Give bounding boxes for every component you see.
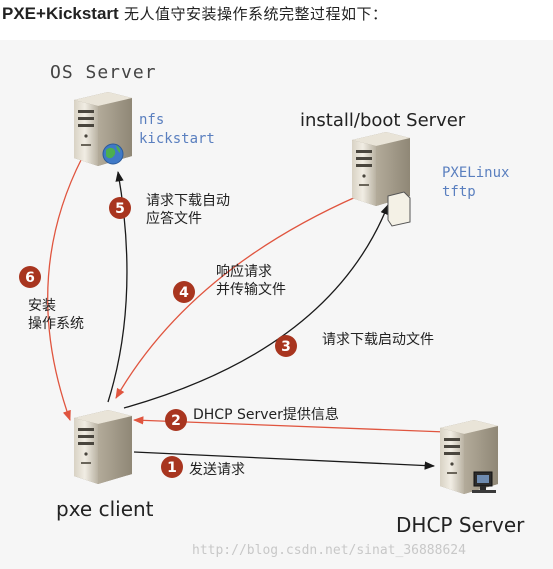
arrow-step3 bbox=[123, 204, 389, 409]
step-6-label-line1: 安装 bbox=[28, 298, 56, 314]
globe-icon bbox=[102, 143, 124, 165]
step-3-label: 请求下载启动文件 bbox=[322, 332, 434, 348]
step-2-label: DHCP Server提供信息 bbox=[193, 406, 339, 423]
page-heading: PXE+Kickstart 无人值守安装操作系统完整过程如下： bbox=[2, 3, 387, 24]
step-5-label-line1: 请求下载自动 bbox=[146, 193, 230, 209]
svg-text:2: 2 bbox=[171, 413, 181, 429]
watermark: http://blog.csdn.net/sinat_36888624 bbox=[192, 543, 466, 558]
install-service-pxelinux: PXELinux bbox=[442, 165, 509, 181]
step-badge-6: 6 bbox=[19, 266, 41, 288]
step-badge-5: 5 bbox=[109, 197, 131, 219]
os-service-nfs: nfs bbox=[139, 112, 164, 128]
arrow-step6 bbox=[47, 157, 83, 421]
svg-text:1: 1 bbox=[167, 460, 177, 476]
step-4-label-line2: 并传输文件 bbox=[216, 282, 286, 298]
heading-rest: 无人值守安装操作系统完整过程如下： bbox=[118, 5, 388, 23]
step-badge-4: 4 bbox=[173, 281, 195, 303]
svg-text:4: 4 bbox=[179, 285, 189, 301]
arrow-step1 bbox=[133, 451, 436, 470]
monitor-icon bbox=[472, 471, 496, 493]
os-service-kickstart: kickstart bbox=[139, 131, 215, 147]
step-badge-3: 3 bbox=[275, 335, 297, 357]
svg-text:6: 6 bbox=[25, 270, 35, 286]
dhcp-server-title: DHCP Server bbox=[396, 513, 525, 537]
step-badge-1: 1 bbox=[161, 456, 183, 478]
install-service-tftp: tftp bbox=[442, 184, 476, 200]
step-1-label: 发送请求 bbox=[189, 462, 245, 478]
install-server-title: install/boot Server bbox=[300, 110, 466, 131]
step-badge-2: 2 bbox=[165, 409, 187, 431]
svg-text:3: 3 bbox=[281, 339, 291, 355]
arrow-step4 bbox=[115, 195, 359, 399]
heading-bold: PXE+Kickstart bbox=[2, 4, 119, 23]
pxe-client-title: pxe client bbox=[56, 497, 154, 521]
step-4-label-line1: 响应请求 bbox=[216, 263, 272, 280]
step-6-label-line2: 操作系统 bbox=[28, 316, 84, 332]
step-5-label-line2: 应答文件 bbox=[146, 210, 202, 227]
svg-text:5: 5 bbox=[115, 201, 125, 217]
folder-icon bbox=[387, 191, 411, 227]
pxe-client-icon bbox=[74, 410, 132, 484]
os-server-title: OS Server bbox=[50, 62, 157, 83]
